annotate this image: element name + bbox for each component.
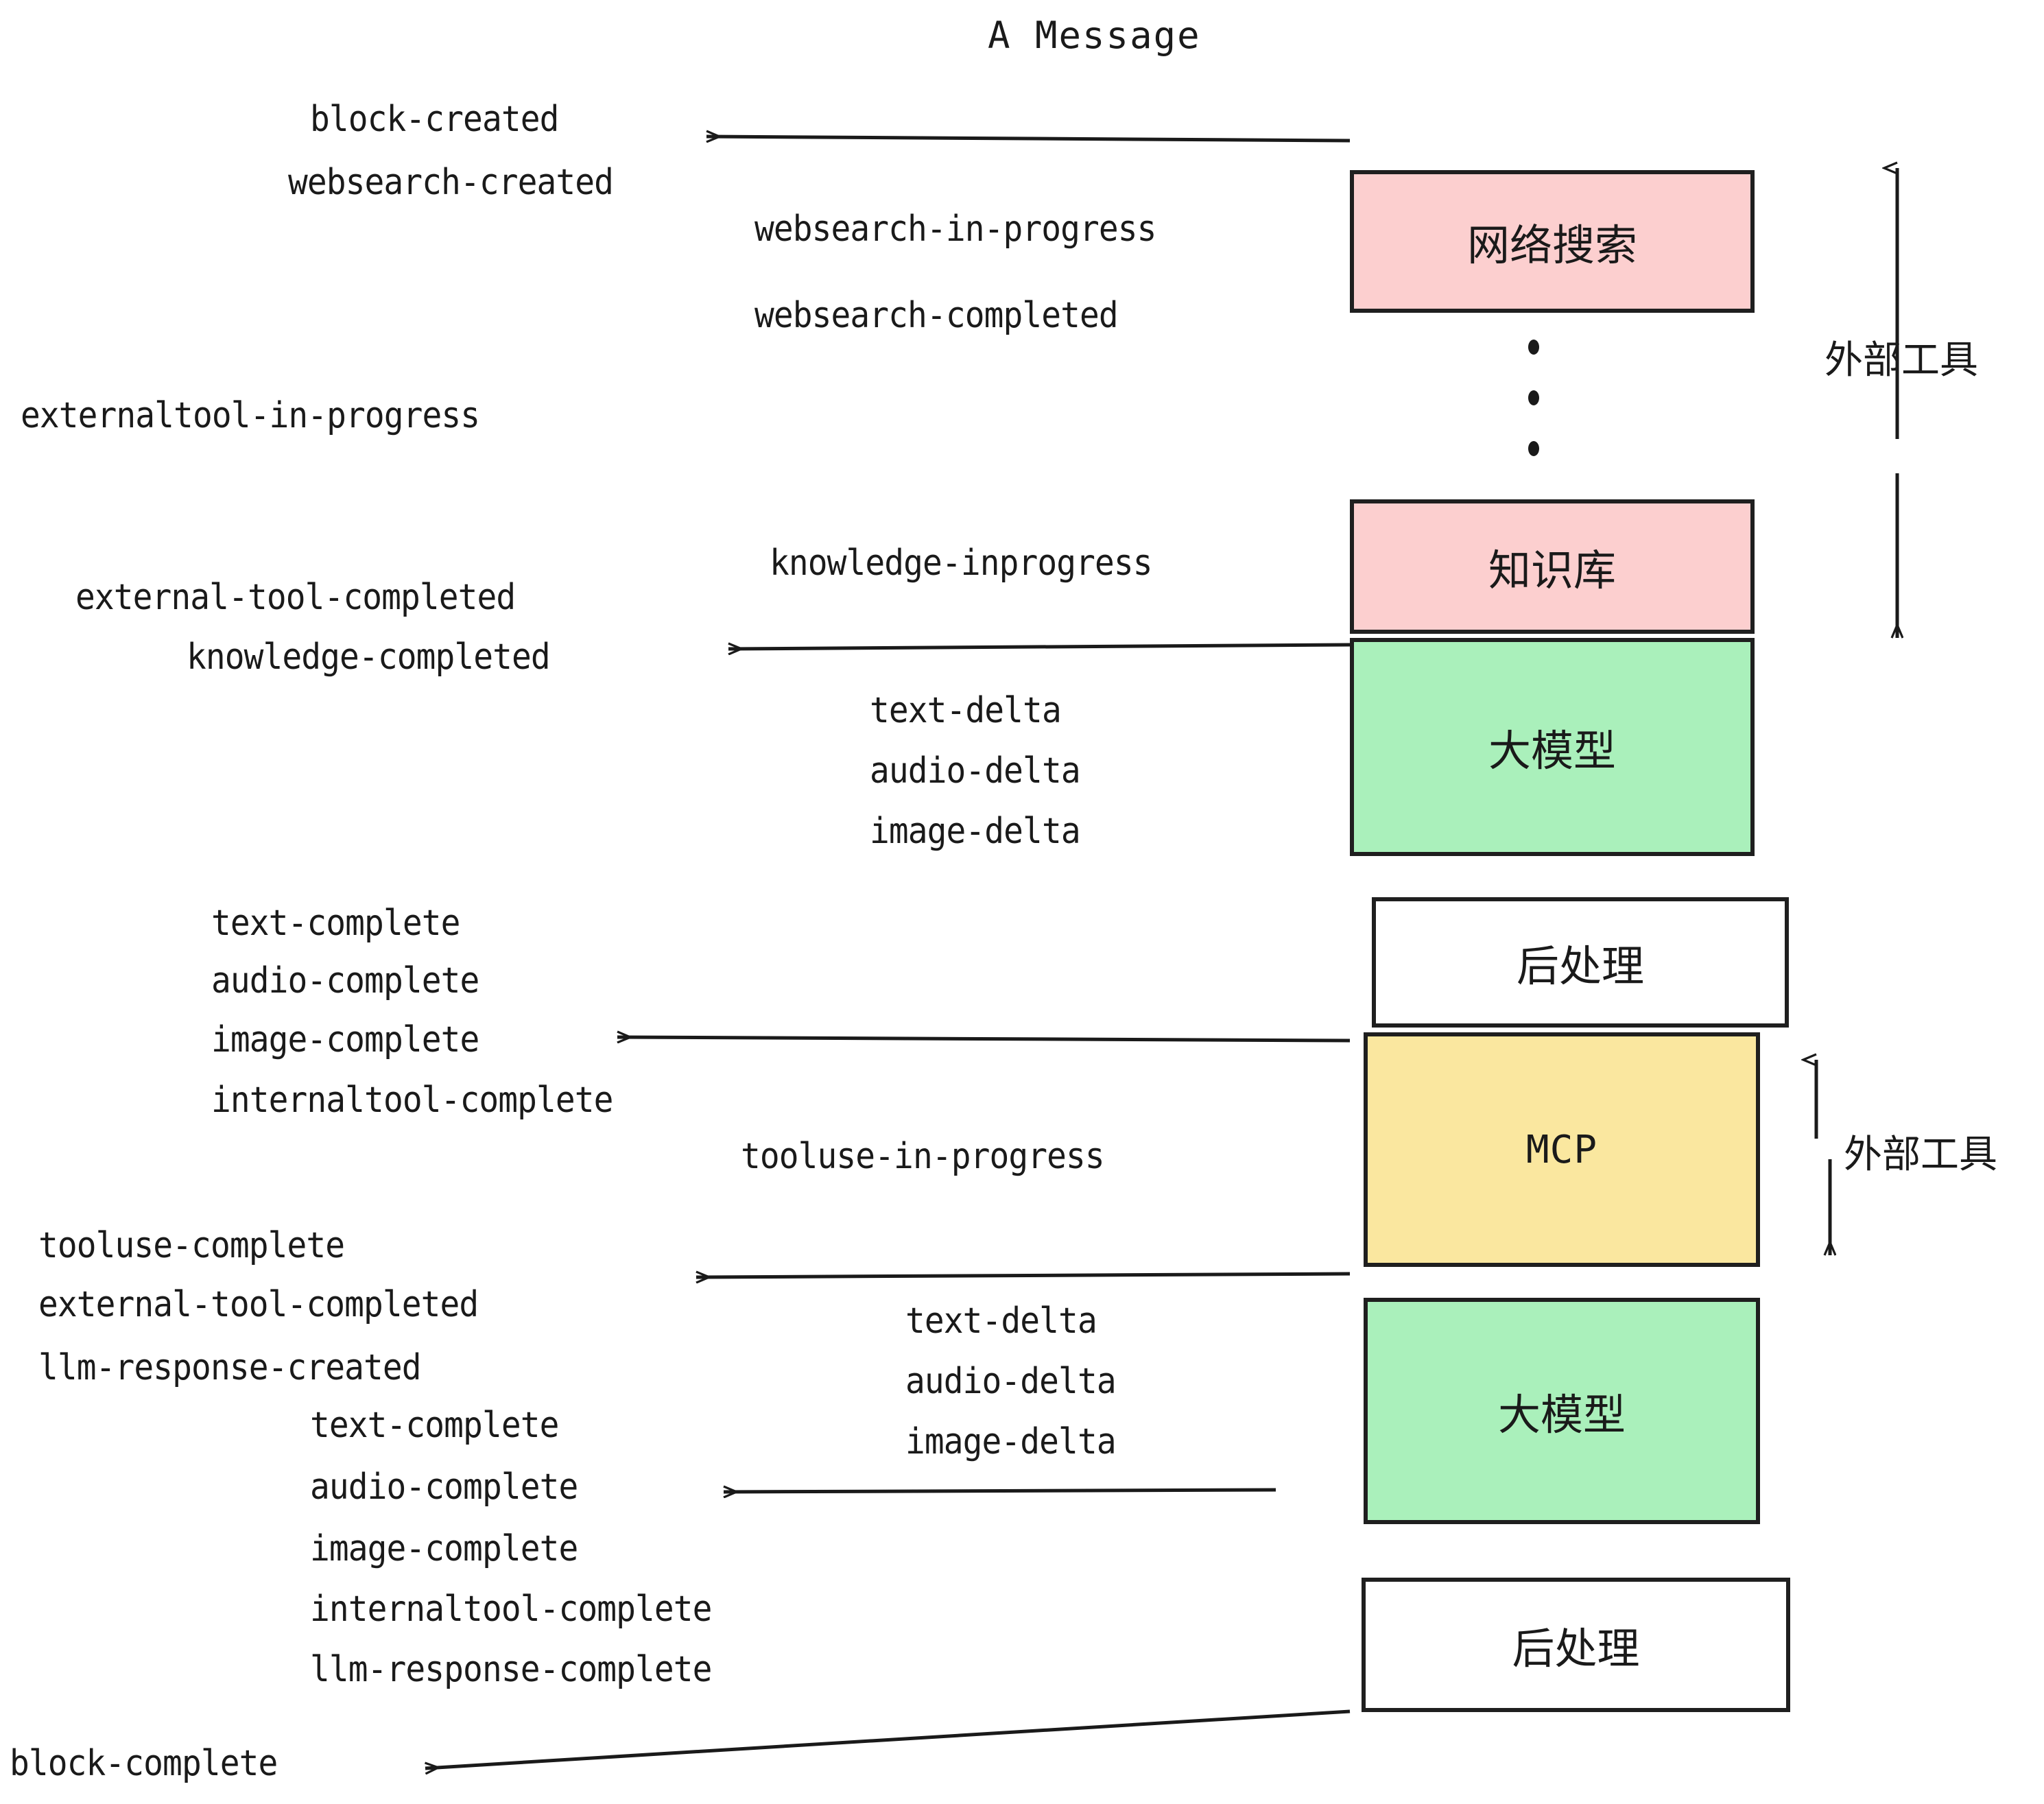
- arrow-websearch-to-created: [706, 137, 1351, 141]
- event-label-audio-complete-1: audio-complete: [211, 960, 479, 1001]
- event-label-block-created: block-created: [310, 99, 559, 140]
- box-postprocess-2[interactable]: 后处理: [1362, 1578, 1790, 1712]
- arrow-postprocess2-to-block-complete: [425, 1709, 1351, 1768]
- box-mcp-label: MCP: [1525, 1127, 1598, 1172]
- event-label-internaltool-complete-2: internaltool-complete: [310, 1589, 712, 1630]
- event-label-audio-delta-1: audio-delta: [870, 750, 1081, 792]
- event-label-knowledge-inprogress: knowledge-inprogress: [770, 543, 1153, 584]
- event-label-block-complete: block-complete: [10, 1743, 278, 1784]
- box-llm-2-label: 大模型: [1497, 1390, 1626, 1440]
- event-label-audio-complete-2: audio-complete: [310, 1467, 578, 1508]
- event-label-internaltool-complete-1: internaltool-complete: [211, 1080, 613, 1121]
- event-label-image-complete-1: image-complete: [211, 1019, 479, 1060]
- event-label-audio-delta-2: audio-delta: [905, 1361, 1117, 1402]
- vertical-ellipsis-icon: [1528, 340, 1539, 456]
- event-label-external-tool-completed-1: external-tool-completed: [75, 577, 516, 618]
- box-llm-1-label: 大模型: [1488, 726, 1616, 776]
- box-llm-2[interactable]: 大模型: [1364, 1298, 1760, 1524]
- event-label-text-delta-1: text-delta: [870, 690, 1062, 731]
- box-knowledge[interactable]: 知识库: [1350, 499, 1755, 634]
- event-label-image-delta-2: image-delta: [905, 1421, 1117, 1462]
- event-label-websearch-in-progress: websearch-in-progress: [754, 209, 1156, 250]
- side-annotation-external-tool-top: 外部工具: [1825, 338, 1978, 383]
- box-websearch[interactable]: 网络搜索: [1350, 170, 1755, 313]
- box-postprocess-1[interactable]: 后处理: [1372, 897, 1789, 1028]
- arrow-knowledge-completed: [728, 645, 1351, 649]
- event-label-websearch-completed: websearch-completed: [754, 295, 1119, 336]
- event-label-websearch-created: websearch-created: [288, 162, 614, 203]
- box-knowledge-label: 知识库: [1488, 545, 1616, 595]
- arrow-mcp-to-tooluse-complete: [696, 1274, 1351, 1277]
- event-label-externaltool-in-progress: externaltool-in-progress: [21, 395, 480, 436]
- box-postprocess-1-label: 后处理: [1516, 941, 1644, 991]
- event-label-text-delta-2: text-delta: [905, 1301, 1097, 1342]
- event-label-llm-response-complete: llm-response-complete: [310, 1649, 712, 1690]
- event-label-external-tool-completed-2: external-tool-completed: [38, 1284, 479, 1325]
- arrow-llm2-to-audio-complete: [724, 1490, 1276, 1492]
- event-label-image-complete-2: image-complete: [310, 1528, 578, 1569]
- arrow-llm1-to-image-complete: [617, 1037, 1351, 1041]
- event-label-knowledge-completed: knowledge-completed: [187, 637, 551, 678]
- side-annotation-external-tool-bottom: 外部工具: [1844, 1132, 1997, 1177]
- box-llm-1[interactable]: 大模型: [1350, 638, 1755, 856]
- event-label-tooluse-complete: tooluse-complete: [38, 1225, 345, 1266]
- event-label-llm-response-created: llm-response-created: [38, 1347, 422, 1388]
- event-label-text-complete-2: text-complete: [310, 1405, 559, 1446]
- event-label-tooluse-in-progress: tooluse-in-progress: [741, 1136, 1105, 1177]
- page-title: A Message: [988, 14, 1201, 57]
- event-label-image-delta-1: image-delta: [870, 811, 1081, 852]
- event-label-text-complete-1: text-complete: [211, 903, 460, 944]
- box-mcp[interactable]: MCP: [1364, 1032, 1760, 1267]
- box-websearch-label: 网络搜索: [1466, 220, 1637, 270]
- box-postprocess-2-label: 后处理: [1512, 1624, 1640, 1674]
